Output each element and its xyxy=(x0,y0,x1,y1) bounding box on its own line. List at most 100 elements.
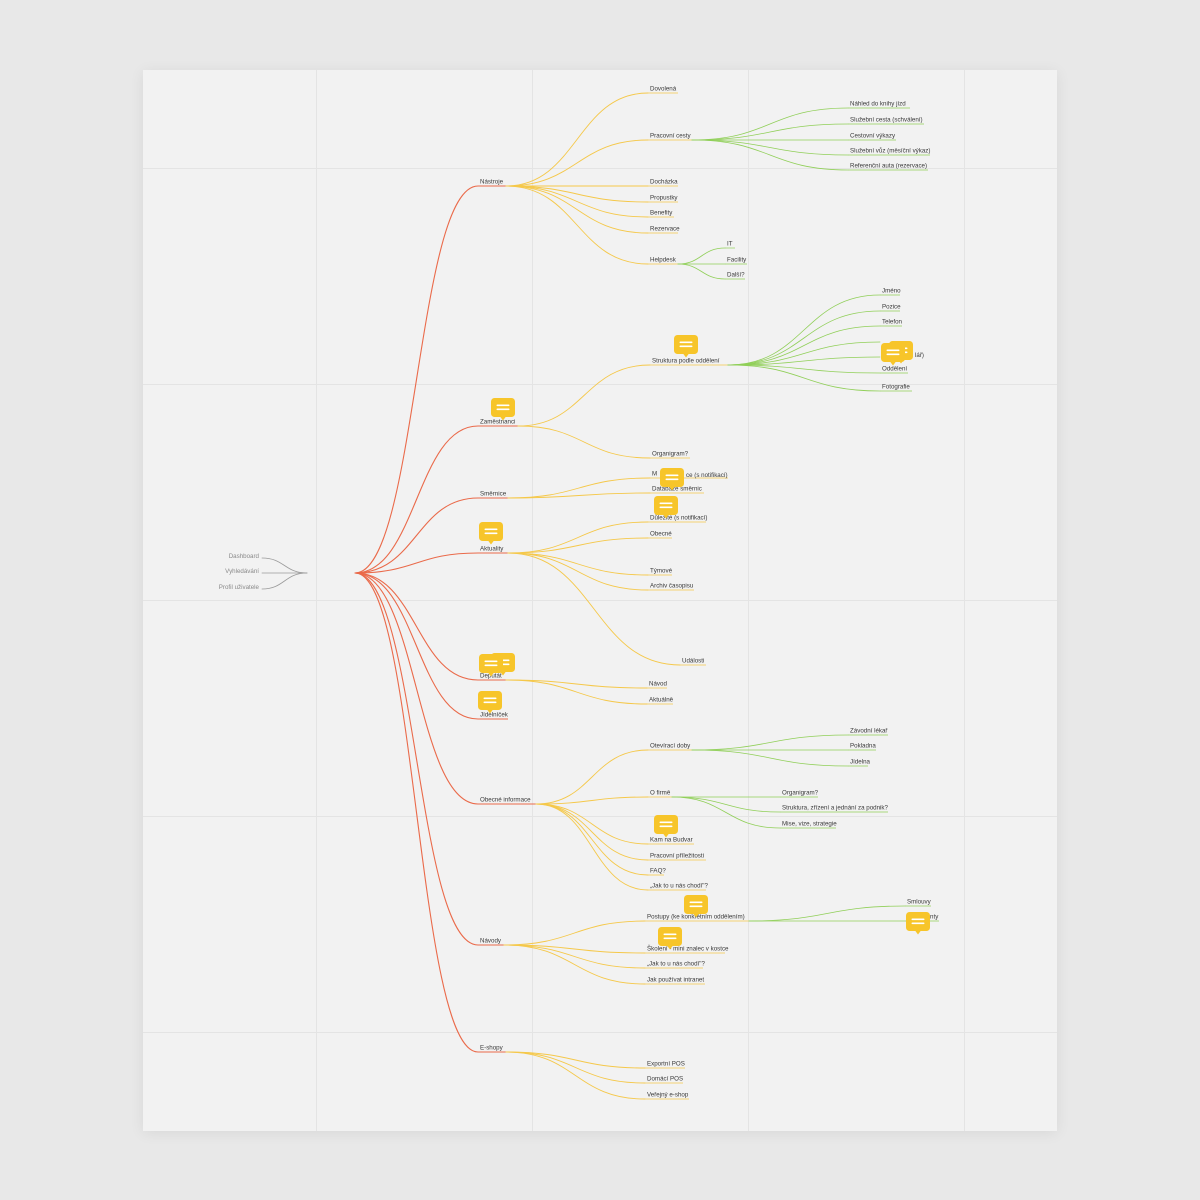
node-label[interactable]: Aktuálně xyxy=(649,697,674,704)
subbranch-connector xyxy=(517,425,651,459)
node-label[interactable]: Služební cesta (schválení) xyxy=(850,117,923,124)
node-label[interactable]: O firmě xyxy=(650,790,671,797)
node-label[interactable]: Náhled do knihy jízd xyxy=(850,101,906,108)
node-label[interactable]: Aktuality xyxy=(480,546,504,553)
subbranch-connector xyxy=(505,679,648,705)
comment-icon[interactable] xyxy=(674,335,698,358)
node-label[interactable]: IT xyxy=(727,241,733,248)
subbranch-connector xyxy=(505,139,649,187)
subbranch-connector xyxy=(503,944,646,985)
node-label[interactable]: M xyxy=(652,471,657,478)
node-label[interactable]: Domácí POS xyxy=(647,1076,683,1083)
comment-icon[interactable] xyxy=(684,895,708,918)
node-label[interactable]: Pracovní cesty xyxy=(650,133,691,140)
node-label[interactable]: „Jak to u nás chodí"? xyxy=(650,883,708,890)
node-label[interactable]: Závodní lékař xyxy=(850,728,888,735)
side-connector xyxy=(261,572,308,590)
leaf-connector xyxy=(727,364,881,374)
node-label[interactable]: Smlouvy xyxy=(907,899,932,906)
connectors xyxy=(261,92,939,1100)
node-label[interactable]: Návod xyxy=(649,681,667,688)
node-label[interactable]: Pokladna xyxy=(850,743,876,750)
node-label[interactable]: Směrnice xyxy=(480,491,507,498)
node-label[interactable]: Struktura, zřízení a jednání za podnik? xyxy=(782,805,888,812)
subbranch-connector xyxy=(505,1051,646,1100)
subbranch-connector xyxy=(535,803,649,845)
node-label[interactable]: Veřejný e-shop xyxy=(647,1092,689,1099)
node-label[interactable]: FAQ? xyxy=(650,868,666,875)
comment-icon[interactable] xyxy=(479,654,503,677)
subbranch-connector xyxy=(505,185,649,203)
comment-icon[interactable] xyxy=(660,468,684,491)
comment-icon[interactable] xyxy=(654,496,678,519)
node-label[interactable]: Jméno xyxy=(882,288,901,295)
node-label[interactable]: Události xyxy=(682,658,704,665)
node-label[interactable]: Facility xyxy=(727,257,747,264)
node-label[interactable]: ce (s notifikací) xyxy=(686,472,728,479)
node-label[interactable]: Cestovní výkazy xyxy=(850,133,896,140)
node-label[interactable]: Benefity xyxy=(650,210,673,217)
node-label[interactable]: Exportní POS xyxy=(647,1061,685,1068)
subbranch-connector xyxy=(507,552,681,666)
node-label[interactable]: Propustky xyxy=(650,195,678,202)
node-label[interactable]: Obecné xyxy=(650,531,672,538)
leaf-connector xyxy=(691,123,849,141)
node-label[interactable]: Profil uživatele xyxy=(219,584,260,591)
comment-icon[interactable] xyxy=(881,343,905,366)
node-label[interactable]: Služební vůz (měsíční výkaz) xyxy=(850,148,930,155)
node-label[interactable]: Další? xyxy=(727,272,745,279)
node-label[interactable]: Týmové xyxy=(650,568,673,575)
leaf-connector xyxy=(691,749,849,767)
node-label[interactable]: Telefon xyxy=(882,319,903,326)
node-label[interactable]: Pozice xyxy=(882,304,901,311)
node-label[interactable]: Docházka xyxy=(650,179,678,186)
node-label[interactable]: Jídelníček xyxy=(480,712,509,719)
node-label[interactable]: Helpdesk xyxy=(650,257,677,264)
leaf-connector xyxy=(727,310,881,366)
node-label[interactable]: Archiv časopisu xyxy=(650,583,694,590)
comments xyxy=(478,335,930,950)
subbranch-connector xyxy=(503,920,646,946)
node-label[interactable]: Zaměstnanci xyxy=(480,419,515,426)
node-label[interactable]: Databáze směrnic xyxy=(652,486,702,493)
comment-icon[interactable] xyxy=(478,691,502,714)
node-label[interactable]: E-shopy xyxy=(480,1045,504,1052)
subbranch-connector xyxy=(535,749,649,805)
node-label[interactable]: Rezervace xyxy=(650,226,680,233)
leaf-connector xyxy=(677,247,726,265)
node-label[interactable]: Struktura podle oddělení xyxy=(652,358,720,365)
node-label[interactable]: Nástroje xyxy=(480,179,504,186)
node-label[interactable]: Referenční auta (rezervace) xyxy=(850,163,927,170)
node-label[interactable]: Obecné informace xyxy=(480,797,531,804)
node-label[interactable]: Návody xyxy=(480,938,502,945)
subbranch-connector xyxy=(503,944,646,954)
node-label[interactable]: Jídelna xyxy=(850,759,871,766)
comment-icon[interactable] xyxy=(658,927,682,950)
comment-icon[interactable] xyxy=(906,912,930,935)
node-label[interactable]: Důležité (s notifikací) xyxy=(650,515,707,522)
comment-icon[interactable] xyxy=(479,522,503,545)
node-label[interactable]: Vyhledávání xyxy=(225,568,259,575)
node-label[interactable]: Mise, vize, strategie xyxy=(782,821,837,828)
node-label[interactable]: Jak používat intranet xyxy=(647,977,704,984)
node-label[interactable]: lář) xyxy=(915,352,924,359)
node-label[interactable]: Fotografie xyxy=(882,384,910,391)
node-label[interactable]: „Jak to u nás chodí"? xyxy=(647,961,705,968)
node-label[interactable]: Otevírací doby xyxy=(650,743,691,750)
node-label[interactable]: Školení - mini znalec v kostce xyxy=(647,946,729,953)
node-label[interactable]: Dovolená xyxy=(650,86,677,93)
subbranch-connector xyxy=(535,803,649,876)
node-label[interactable]: Oddělení xyxy=(882,366,907,373)
node-label[interactable]: Dashboard xyxy=(229,553,260,560)
node-label[interactable]: Pracovní příležitosti xyxy=(650,853,704,860)
subbranch-connector xyxy=(507,552,649,591)
comment-icon[interactable] xyxy=(491,398,515,421)
node-label[interactable]: Organigram? xyxy=(782,790,819,797)
node-label[interactable]: Kam na Budvar xyxy=(650,837,693,844)
branch-connector xyxy=(354,572,479,805)
subbranch-connector xyxy=(507,492,651,499)
comment-icon[interactable] xyxy=(654,815,678,838)
node-label[interactable]: Organigram? xyxy=(652,451,689,458)
subbranch-connector xyxy=(505,185,649,218)
